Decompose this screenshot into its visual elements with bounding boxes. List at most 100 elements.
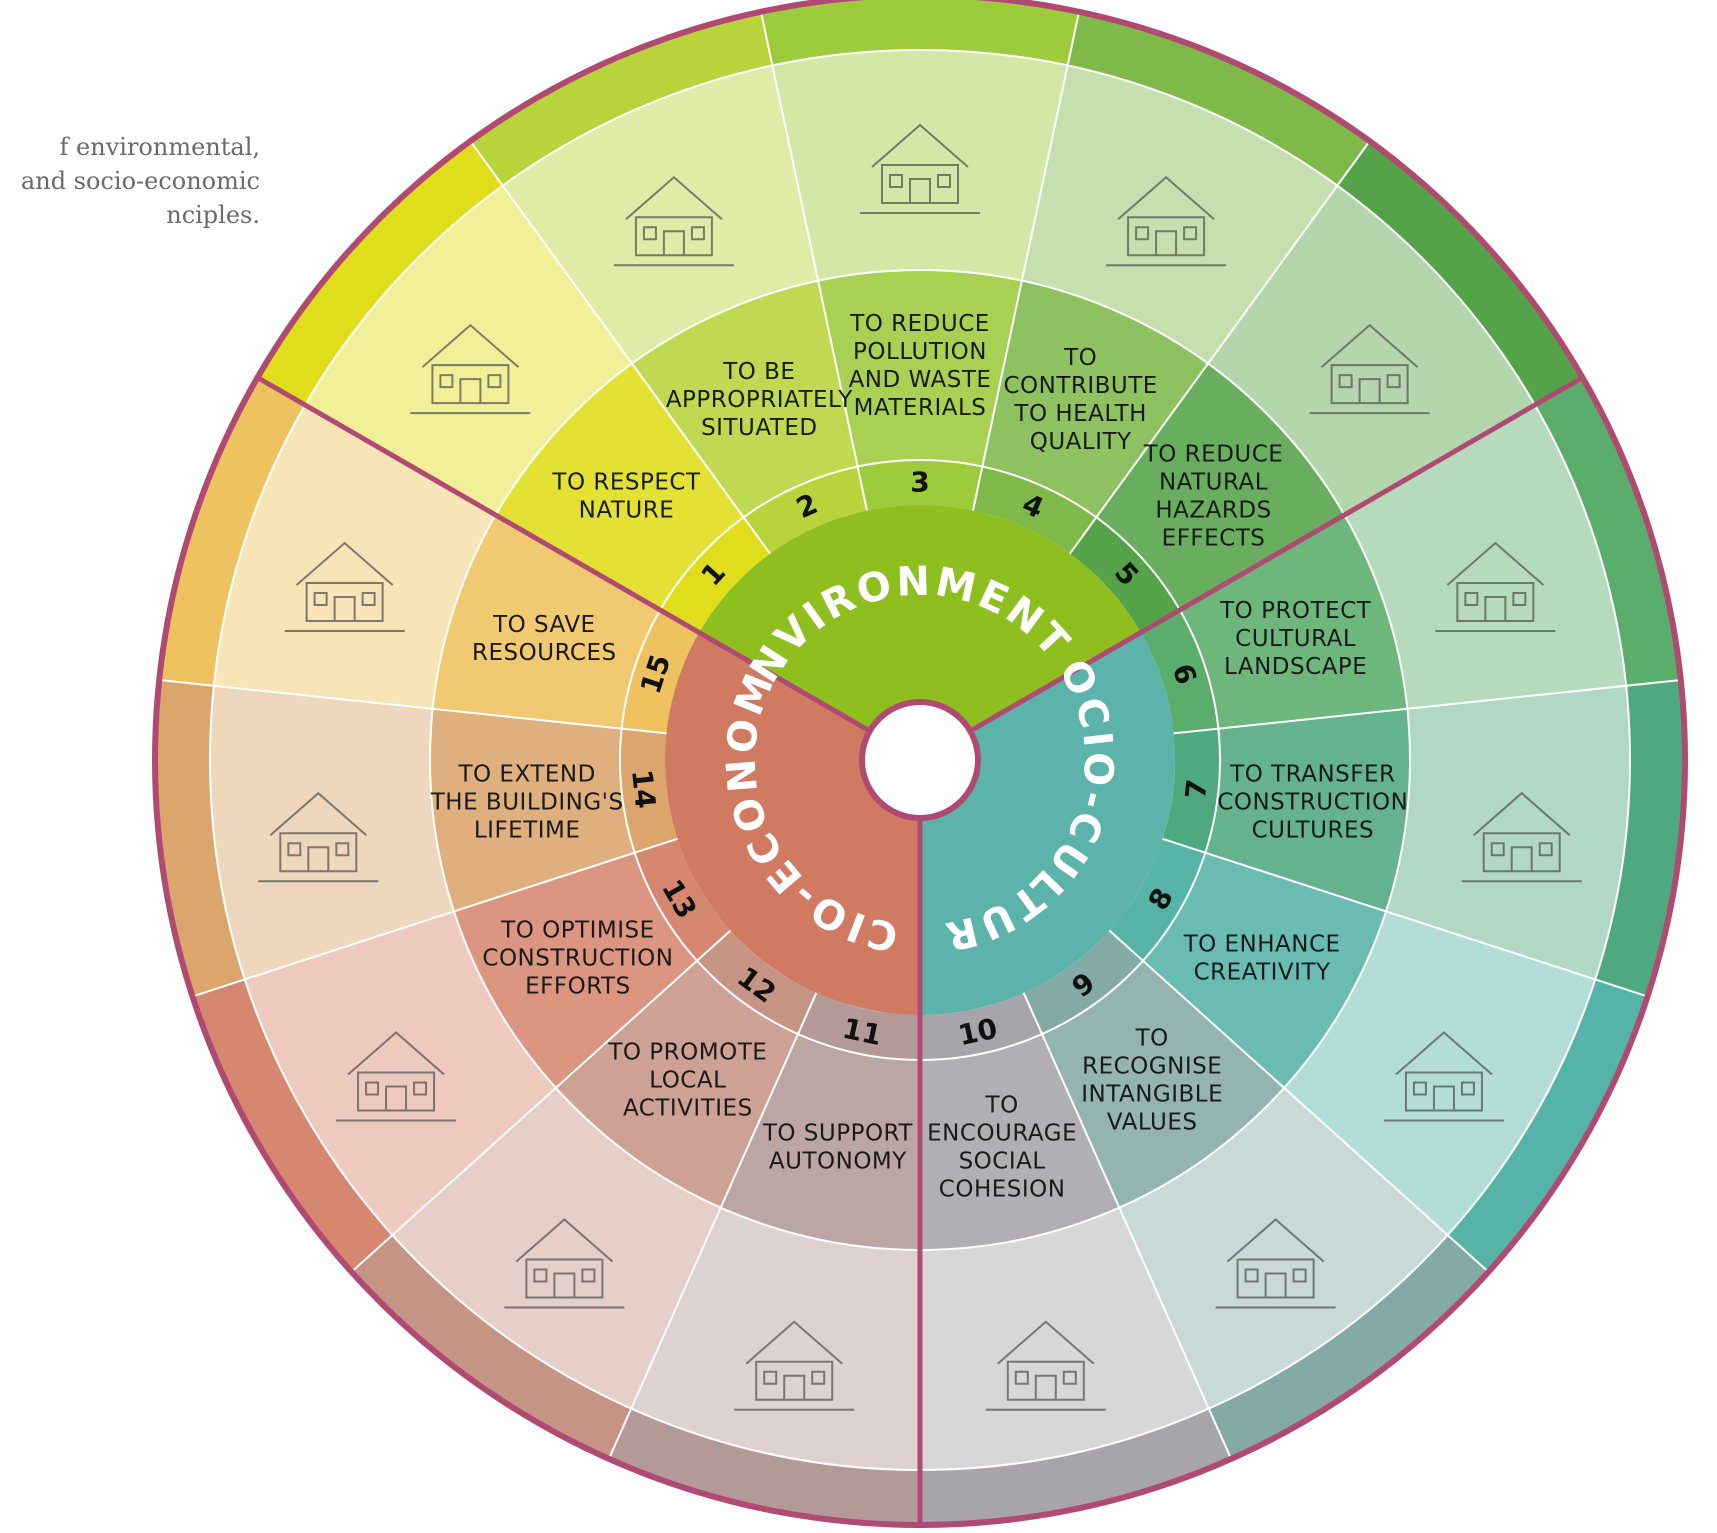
segment-divider bbox=[1162, 837, 1648, 998]
house-sketch-icon bbox=[504, 1218, 625, 1309]
house-sketch-icon bbox=[613, 175, 734, 267]
principle-label-line: LANDSCAPE bbox=[1224, 654, 1367, 680]
principle-label-line: CONSTRUCTION bbox=[1217, 789, 1408, 815]
number-segment-11 bbox=[797, 992, 920, 1060]
number-segment-1 bbox=[660, 517, 771, 633]
principle-label-line: CONSTRUCTION bbox=[482, 946, 673, 972]
principle-label-line: NATURAL bbox=[1159, 470, 1268, 496]
principle-label-line: THE BUILDING'S bbox=[430, 789, 624, 815]
house-sketch-icon bbox=[1435, 541, 1556, 633]
principle-segment-6 bbox=[1179, 515, 1408, 729]
principle-label-line: TO SAVE bbox=[492, 612, 596, 638]
principle-number-14: 14 bbox=[625, 768, 662, 810]
principle-segment-15 bbox=[432, 515, 661, 729]
outer-band-segment-9 bbox=[1208, 1235, 1489, 1459]
category-core bbox=[665, 505, 1175, 1015]
category-sector-1 bbox=[699, 505, 1141, 731]
principle-label-line: APPROPRIATELY bbox=[666, 387, 853, 413]
principle-label-line: CULTURAL bbox=[1235, 626, 1356, 652]
house-sketch-icon bbox=[860, 123, 980, 214]
segment-divider bbox=[159, 679, 667, 735]
caption-line-1: f environmental, bbox=[59, 133, 260, 161]
house-sketch-icon bbox=[985, 1320, 1106, 1411]
principle-label-line: COHESION bbox=[939, 1176, 1066, 1202]
illustration-segment-5 bbox=[1208, 185, 1535, 515]
principle-label-line: CULTURES bbox=[1252, 817, 1375, 843]
principle-segment-12 bbox=[555, 960, 798, 1208]
principle-label-line: HAZARDS bbox=[1155, 498, 1271, 524]
caption-line-2: and socio-economic bbox=[20, 167, 260, 195]
house-sketch-icon bbox=[734, 1320, 855, 1411]
outer-band-segment-15 bbox=[159, 377, 306, 686]
principle-segment-8 bbox=[1142, 852, 1387, 1088]
principle-label-line: RESOURCES bbox=[472, 640, 617, 666]
principle-label-line: QUALITY bbox=[1030, 429, 1132, 455]
principle-label-line: AND WASTE bbox=[849, 367, 992, 393]
illustration-segment-6 bbox=[1344, 405, 1627, 709]
illustration-ring bbox=[209, 50, 1630, 1470]
number-segment-3 bbox=[857, 460, 983, 511]
house-sketch-icon bbox=[258, 791, 379, 883]
illustration-segment-1 bbox=[305, 185, 632, 515]
principle-label-line: TO bbox=[1135, 1026, 1169, 1052]
outer-band-segment-6 bbox=[1534, 377, 1681, 686]
outer-band-segment-4 bbox=[1067, 11, 1370, 186]
number-segment-14 bbox=[620, 728, 678, 853]
segment-divider bbox=[1173, 679, 1681, 735]
principle-label-line: TO HEALTH bbox=[1013, 401, 1147, 427]
outer-band-segment-14 bbox=[155, 680, 245, 997]
segment-divider bbox=[1108, 929, 1490, 1273]
segment-divider bbox=[1069, 140, 1371, 555]
principle-label-line: TO BE bbox=[722, 359, 795, 385]
number-ring bbox=[620, 460, 1220, 1060]
principle-label-line: TO REDUCE bbox=[1143, 442, 1284, 468]
category-divider-1 bbox=[256, 375, 872, 734]
principle-segment-3 bbox=[818, 270, 1022, 467]
house-sketch-icon bbox=[410, 323, 531, 415]
principle-label-line: POLLUTION bbox=[853, 339, 987, 365]
principle-label-line: RECOGNISE bbox=[1082, 1054, 1222, 1080]
principle-segment-9 bbox=[1042, 960, 1285, 1208]
number-segment-8 bbox=[1109, 838, 1206, 961]
segment-divider bbox=[469, 140, 771, 555]
principle-segment-13 bbox=[453, 852, 698, 1088]
house-sketch-icon bbox=[284, 541, 405, 633]
outer-band-segment-3 bbox=[760, 0, 1080, 66]
divider-lines bbox=[152, 0, 1688, 1528]
house-sketch-icon bbox=[1106, 175, 1227, 267]
segment-divider bbox=[1022, 992, 1233, 1460]
principle-label-line: TO bbox=[985, 1092, 1019, 1118]
wheel-outline bbox=[152, 0, 1688, 1528]
illustration-segment-9 bbox=[1119, 1087, 1448, 1409]
segment-divider bbox=[607, 992, 818, 1460]
number-segment-5 bbox=[1069, 517, 1180, 633]
number-segment-6 bbox=[1140, 610, 1219, 734]
number-segment-7 bbox=[1162, 728, 1220, 853]
principle-label-line: EFFECTS bbox=[1162, 526, 1266, 552]
principle-label-line: TO bbox=[1063, 345, 1097, 371]
segment-divider bbox=[350, 929, 732, 1273]
principle-label-line: INTANGIBLE bbox=[1081, 1082, 1223, 1108]
principle-label-line: TO REDUCE bbox=[849, 311, 990, 337]
principle-number-10: 10 bbox=[955, 1012, 1000, 1052]
number-segment-2 bbox=[743, 466, 867, 554]
outer-band-segment-13 bbox=[192, 979, 393, 1272]
principle-number-11: 11 bbox=[840, 1012, 885, 1052]
illustration-segment-15 bbox=[213, 405, 496, 709]
principle-label-line: TO PROMOTE bbox=[607, 1040, 767, 1066]
outer-band-segment-10 bbox=[920, 1408, 1232, 1525]
outer-band-segment-11 bbox=[608, 1408, 920, 1525]
principle-segment-2 bbox=[631, 280, 858, 518]
